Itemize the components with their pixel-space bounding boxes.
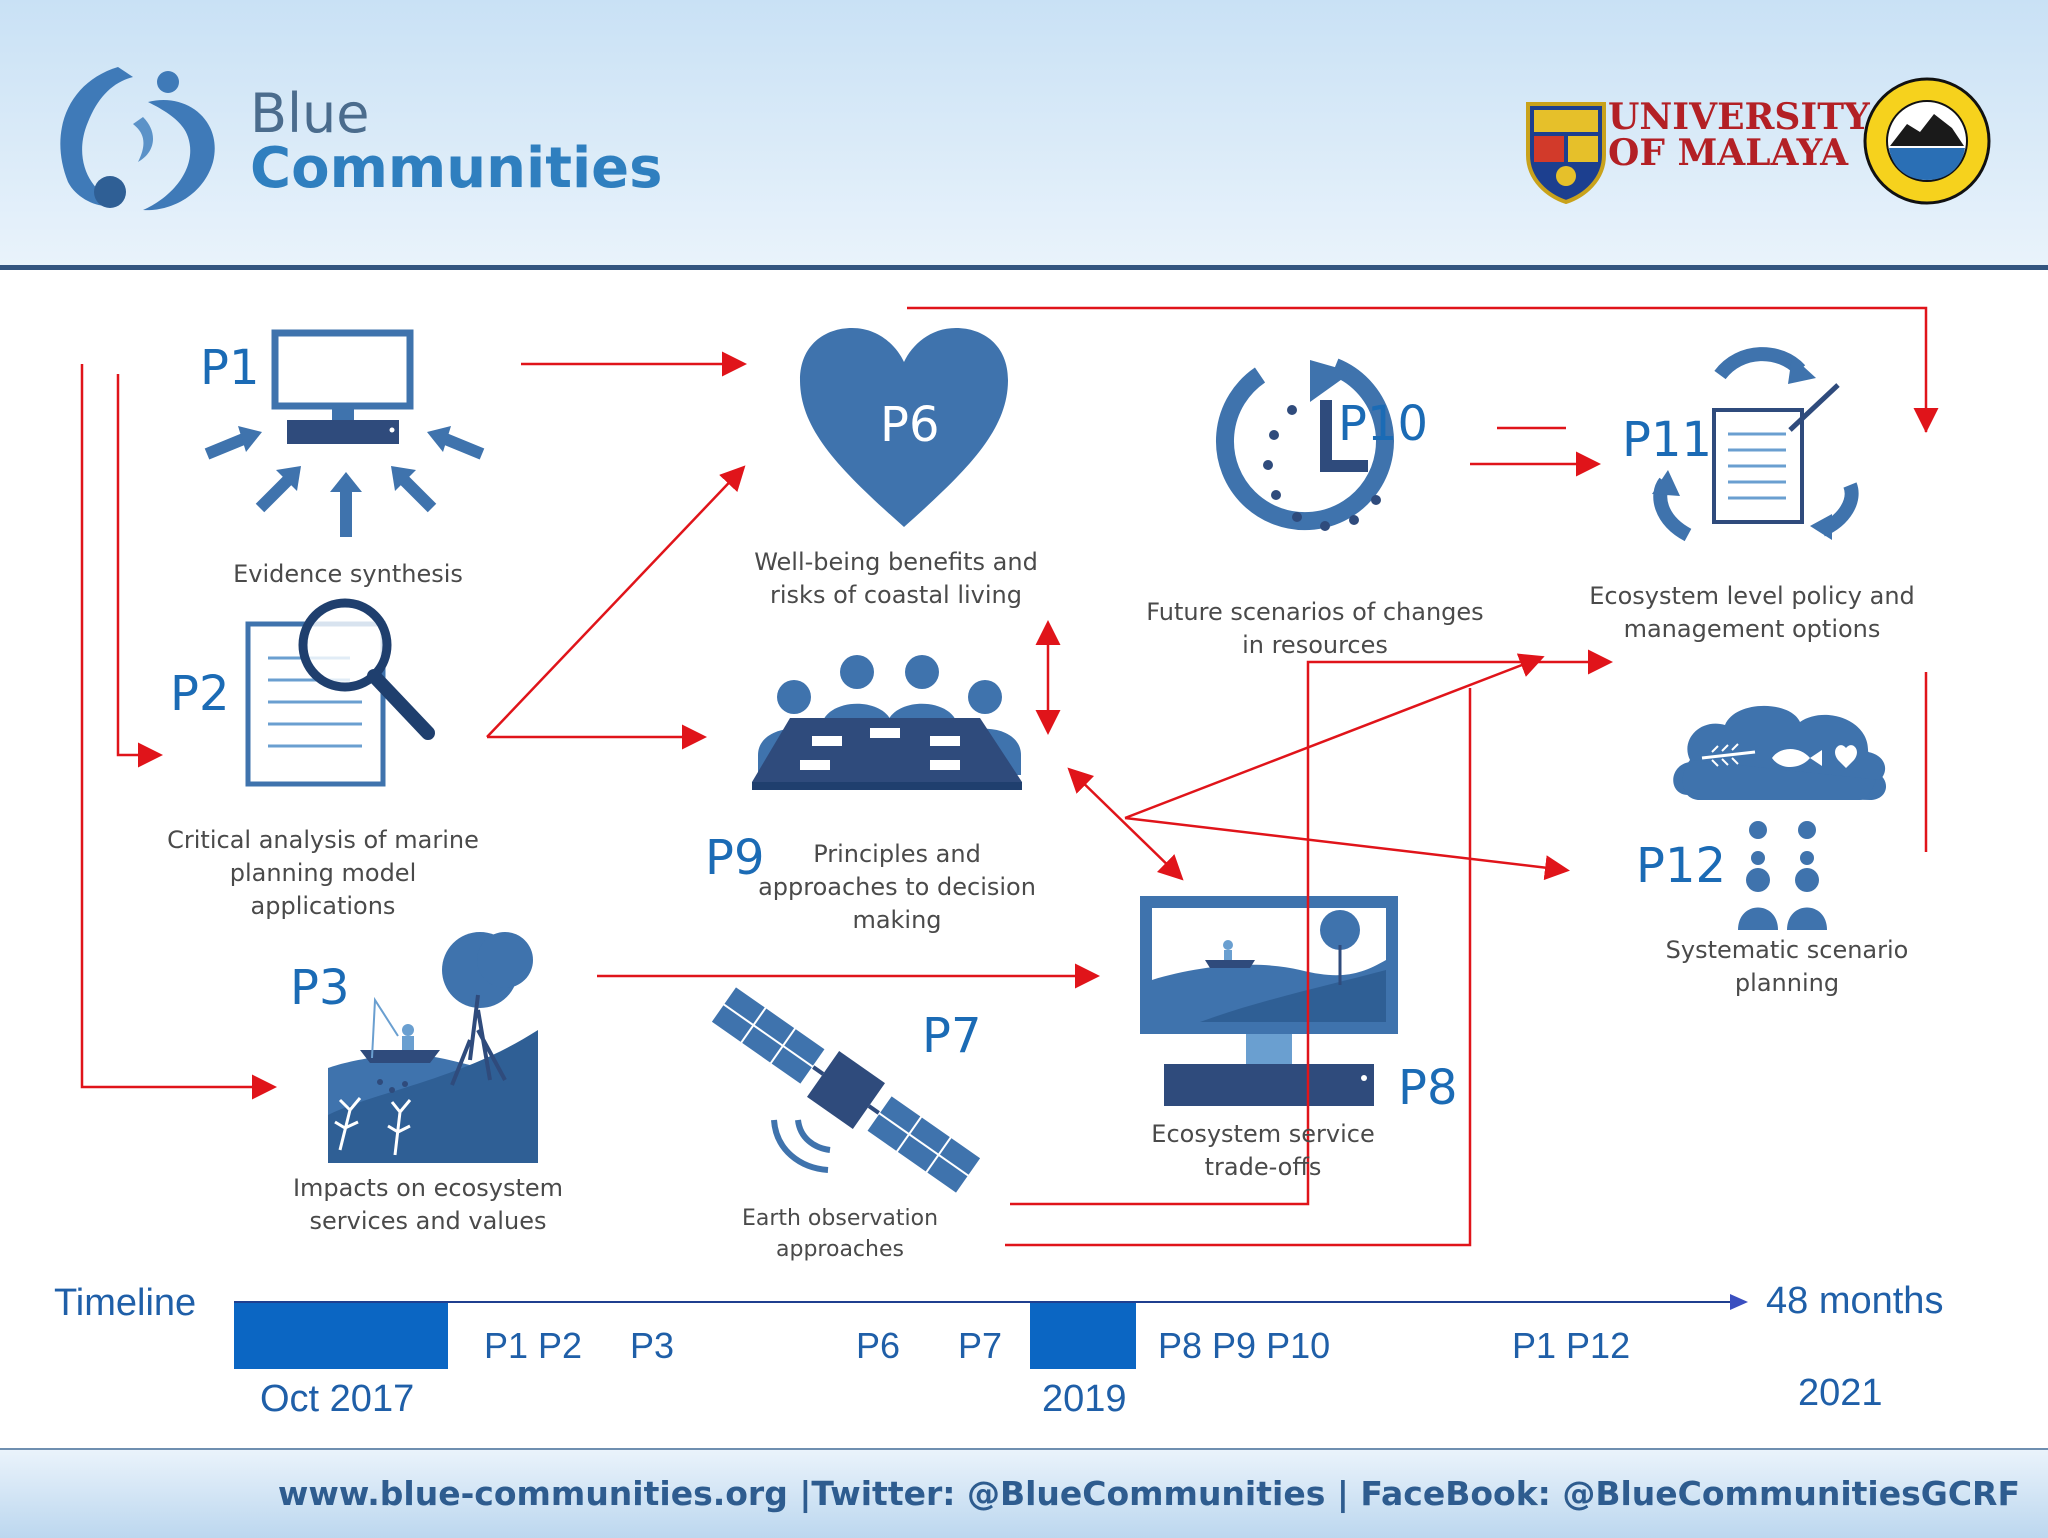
p11-label: Ecosystem level policy and management op… <box>1589 582 1915 643</box>
timeline-phase: P7 <box>958 1325 1003 1366</box>
p9-label: Principles and approaches to decision ma… <box>758 840 1036 934</box>
timeline-phase: P6 <box>856 1325 901 1366</box>
brand-name-line1: Blue <box>250 82 370 145</box>
blue-communities-logo-icon <box>60 67 215 211</box>
p10-label: Future scenarios of changes in resources <box>1146 598 1484 659</box>
footer-links[interactable]: www.blue-communities.org |Twitter: @Blue… <box>277 1474 2020 1513</box>
p10-clock-icon <box>1216 358 1394 531</box>
p7-code: P7 <box>922 1008 982 1064</box>
p1-code: P1 <box>200 340 260 396</box>
p7-label: Earth observation approaches <box>741 1206 939 1262</box>
p1-evidence-synthesis-icon <box>204 329 485 537</box>
header-banner <box>0 0 2048 265</box>
um-name-line2: OF MALAYA <box>1608 132 1849 174</box>
timeline-mid-date: 2019 <box>1042 1378 1127 1420</box>
header-divider <box>0 265 2048 270</box>
p12-code: P12 <box>1636 838 1727 894</box>
p9-meeting-table-icon <box>752 655 1022 790</box>
brand-name-line2: Communities <box>250 136 663 201</box>
p6-heart-icon <box>800 328 1008 527</box>
p6-code: P6 <box>880 397 940 453</box>
timeline-end-date: 2021 <box>1798 1372 1883 1414</box>
p2-label: Critical analysis of marine planning mod… <box>167 826 479 920</box>
timeline-phase: P1 P12 <box>1512 1325 1631 1366</box>
footer-banner: www.blue-communities.org |Twitter: @Blue… <box>0 1448 2048 1538</box>
sabah-parks-seal-icon <box>1863 77 1991 205</box>
timeline-start-date: Oct 2017 <box>260 1378 415 1420</box>
p3-seascape-icon <box>328 932 538 1163</box>
p12-label: Systematic scenario planning <box>1665 936 1909 997</box>
p3-label: Impacts on ecosystem services and values <box>292 1174 564 1235</box>
p9-code: P9 <box>705 830 765 886</box>
p3-code: P3 <box>290 960 350 1016</box>
p2-document-magnifier-icon <box>245 598 435 787</box>
p2-code: P2 <box>170 666 230 722</box>
p10-code: P10 <box>1338 396 1429 452</box>
um-name-line1: UNIVERSITY <box>1608 96 1870 138</box>
university-of-malaya-crest-icon <box>1526 102 1606 204</box>
p8-monitor-seascape-icon <box>1140 896 1398 1106</box>
timeline-phase: P3 <box>630 1325 675 1366</box>
connector-arrows <box>80 306 1939 1247</box>
timeline-title: Timeline <box>54 1282 197 1324</box>
p8-code: P8 <box>1398 1060 1458 1116</box>
p12-scenario-people-icon <box>1673 705 1887 930</box>
timeline-graphic <box>234 1294 1748 1369</box>
p6-label: Well-being benefits and risks of coastal… <box>754 548 1038 609</box>
p7-satellite-icon <box>709 984 983 1196</box>
p8-label: Ecosystem service trade-offs <box>1151 1120 1375 1181</box>
p11-code: P11 <box>1622 412 1713 468</box>
p1-label: Evidence synthesis <box>233 560 463 588</box>
timeline-end-label: 48 months <box>1766 1280 1944 1322</box>
p11-policy-cycle-icon <box>1652 347 1859 542</box>
timeline-phase: P1 P2 <box>484 1325 583 1366</box>
timeline-phase: P8 P9 P10 <box>1158 1325 1331 1366</box>
